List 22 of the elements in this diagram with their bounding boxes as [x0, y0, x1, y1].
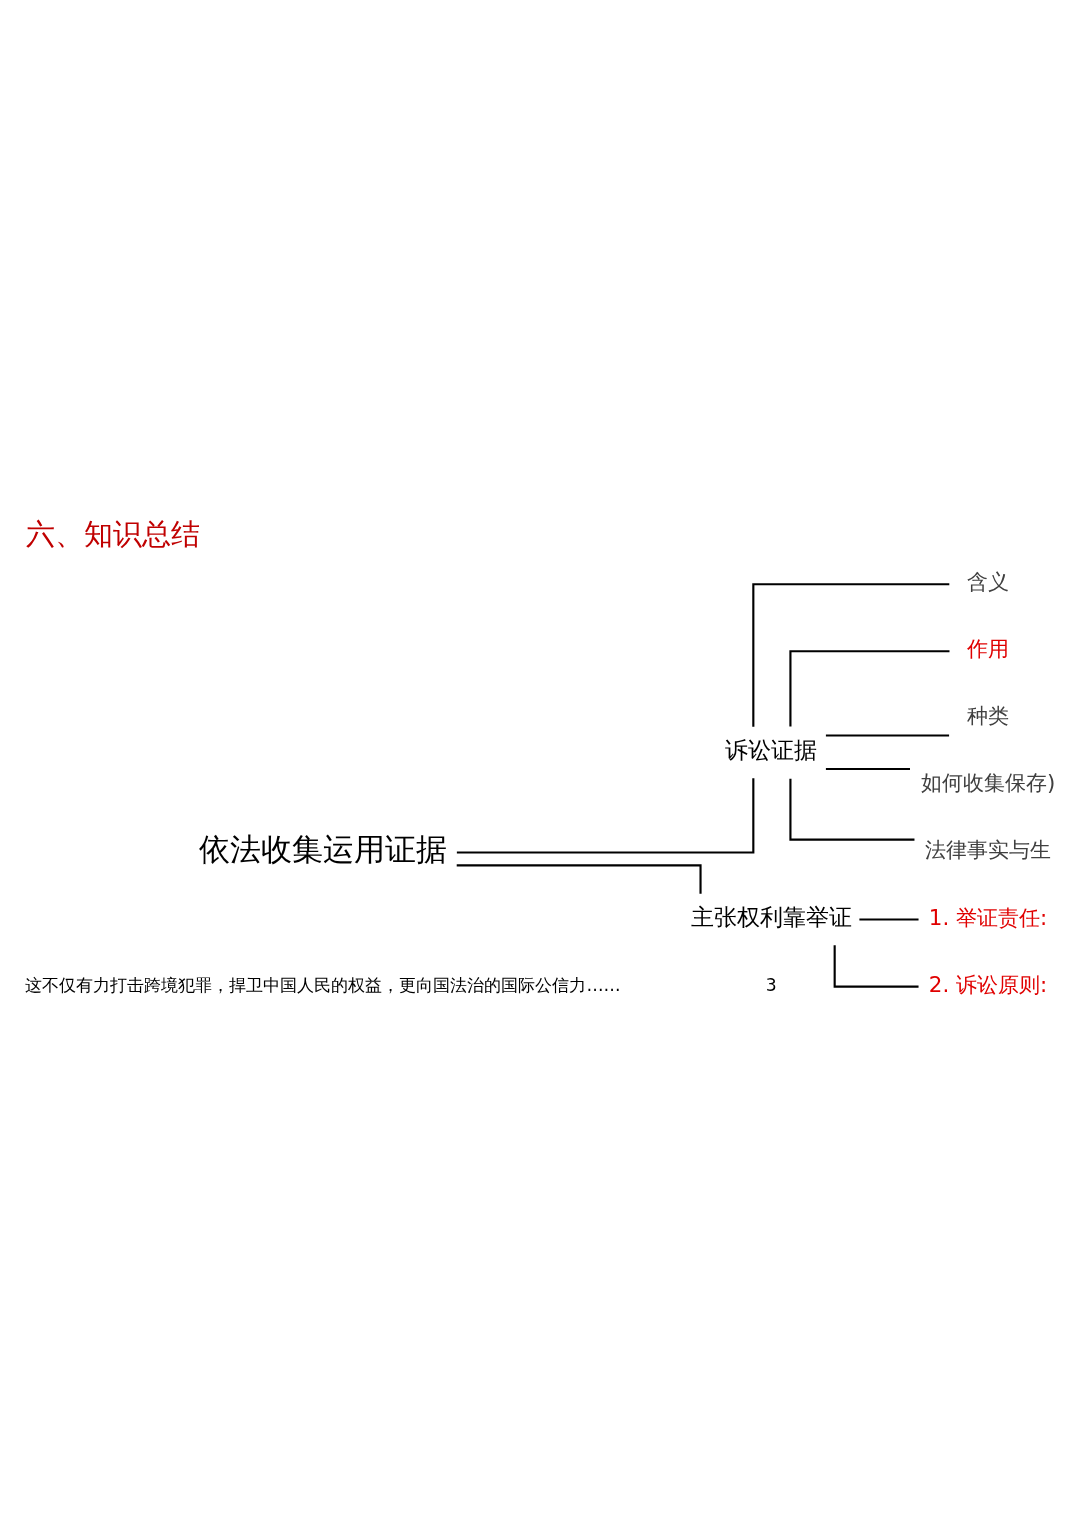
connector	[833, 944, 919, 988]
node-text: 诉讼证据	[725, 736, 818, 763]
connector	[825, 767, 910, 770]
node-text: 含义	[967, 568, 1010, 594]
connector	[789, 778, 915, 841]
connector	[456, 777, 755, 854]
node-text: 如何收集保存)	[920, 769, 1056, 795]
node-text: 2. 诉讼原则:	[928, 971, 1048, 997]
connector	[825, 733, 950, 737]
node-text: 作用	[967, 635, 1010, 661]
connector	[859, 917, 919, 921]
node-text: 主张权利靠举证	[690, 903, 852, 930]
label: 3	[765, 974, 777, 995]
connector	[789, 649, 950, 726]
connector	[752, 582, 950, 727]
node-text: 1. 举证责任:	[928, 904, 1048, 930]
diagram-title: 六、知识总结	[25, 517, 200, 551]
node-text: 依法收集运用证据	[199, 830, 448, 867]
node-text: 种类	[967, 702, 1010, 728]
connector	[456, 863, 702, 894]
label: 这不仅有力打击跨境犯罪，捍卫中国人民的权益，更向国法治的国际公信力……	[25, 974, 621, 995]
node-text: 法律事实与生	[925, 836, 1052, 862]
